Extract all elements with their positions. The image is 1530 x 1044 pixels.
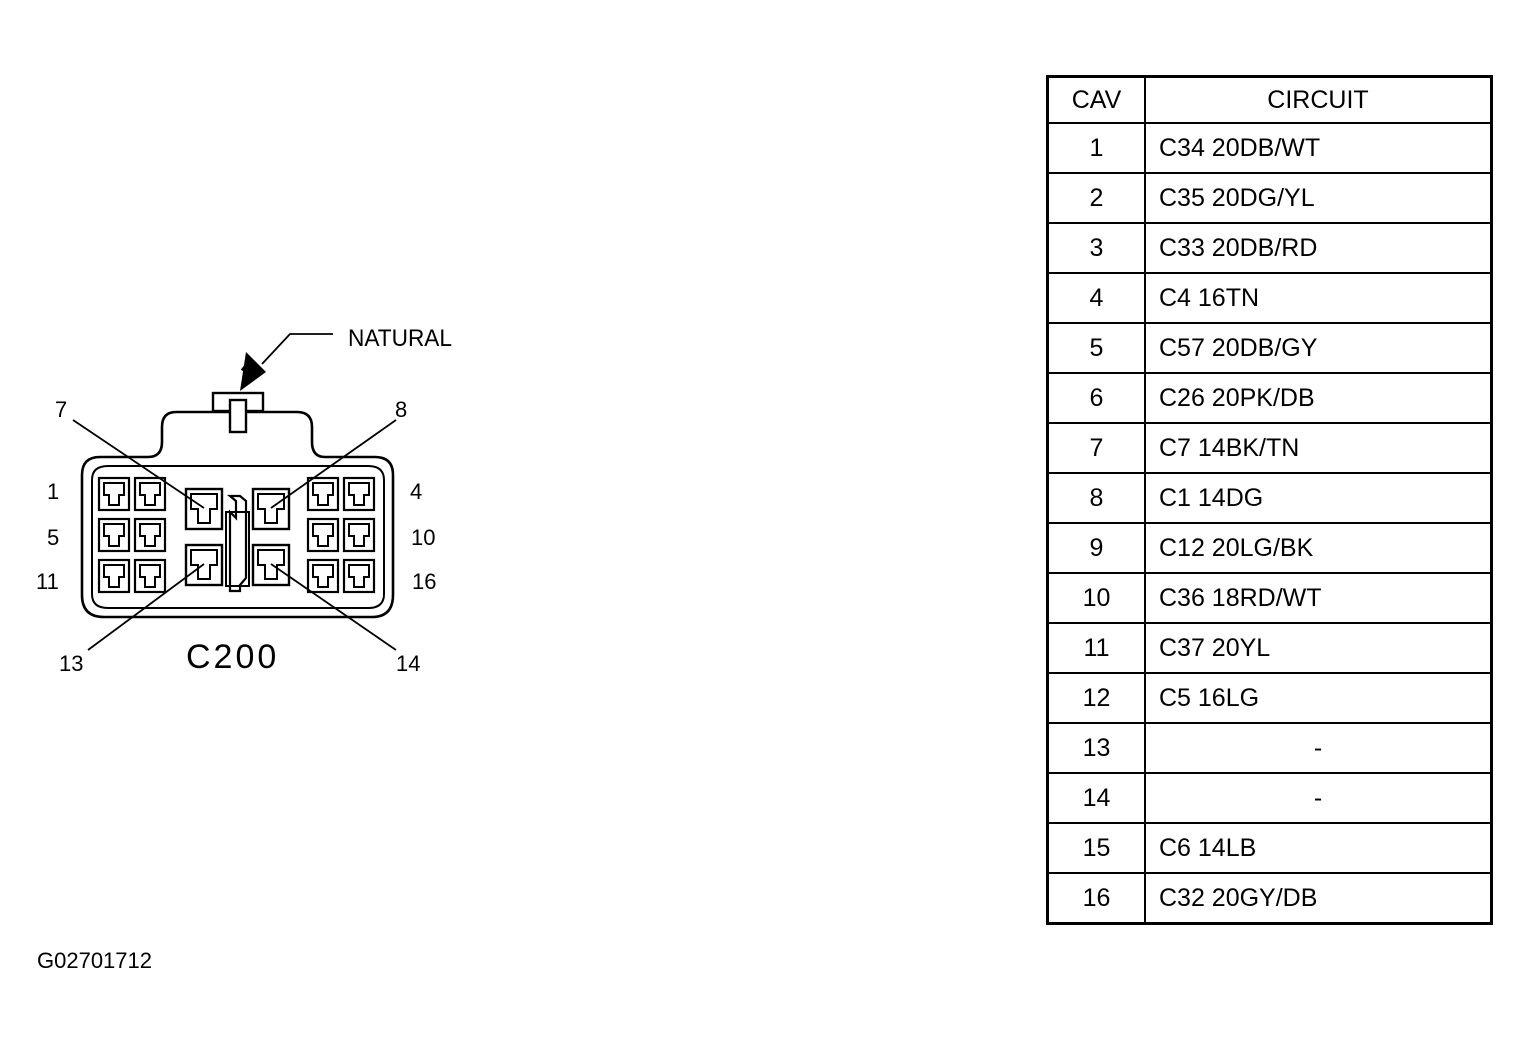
terminal-9 (306, 517, 340, 553)
cav-cell: 14 (1046, 772, 1146, 824)
cavity-label-5: 5 (47, 525, 59, 550)
connector-color-label: NATURAL (348, 325, 452, 352)
terminal-4 (342, 476, 376, 512)
cav-cell: 9 (1046, 522, 1146, 574)
arrow-icon (240, 352, 266, 391)
circuit-cell: C12 20LG/BK (1144, 522, 1493, 574)
circuit-cell: C33 20DB/RD (1144, 222, 1493, 274)
cav-cell: 4 (1046, 272, 1146, 324)
cavity-label-10: 10 (411, 525, 435, 550)
cav-cell: 2 (1046, 172, 1146, 224)
cav-cell: 3 (1046, 222, 1146, 274)
cav-cell: 15 (1046, 822, 1146, 874)
column-header-circuit: CIRCUIT (1144, 75, 1493, 124)
column-header-cav: CAV (1046, 75, 1146, 124)
cav-cell: 12 (1046, 672, 1146, 724)
cavity-label-11: 11 (36, 569, 59, 594)
circuit-cell: C26 20PK/DB (1144, 372, 1493, 424)
cavity-label-14: 14 (396, 651, 420, 676)
circuit-cell: C57 20DB/GY (1144, 322, 1493, 374)
cav-cell: 8 (1046, 472, 1146, 524)
cavity-label-1: 1 (47, 479, 59, 504)
terminal-1 (97, 476, 131, 512)
cav-cell: 11 (1046, 622, 1146, 674)
circuit-cell: C36 18RD/WT (1144, 572, 1493, 624)
circuit-cell: C34 20DB/WT (1144, 122, 1493, 174)
terminal-16 (342, 558, 376, 594)
leader-lines (72, 333, 397, 651)
circuit-cell: C6 14LB (1144, 822, 1493, 874)
terminal-5 (97, 517, 131, 553)
circuit-cell: C1 14DG (1144, 472, 1493, 524)
terminal-3 (306, 476, 340, 512)
cavity-label-7: 7 (55, 397, 67, 422)
cav-cell: 7 (1046, 422, 1146, 474)
cavity-label-8: 8 (395, 397, 407, 422)
cav-cell: 1 (1046, 122, 1146, 174)
cavity-label-16: 16 (412, 569, 436, 594)
cav-cell: 10 (1046, 572, 1146, 624)
cav-cell: 13 (1046, 722, 1146, 774)
circuit-cell: C37 20YL (1144, 622, 1493, 674)
terminal-11 (97, 558, 131, 594)
figure-code: G02701712 (37, 948, 152, 973)
connector-name: C200 (186, 638, 279, 676)
cav-cell: 6 (1046, 372, 1146, 424)
circuit-cell: C7 14BK/TN (1144, 422, 1493, 474)
cav-cell: 5 (1046, 322, 1146, 374)
circuit-cell: C35 20DG/YL (1144, 172, 1493, 224)
connector-housing (80, 391, 395, 619)
table-row: 14- (1046, 772, 1493, 824)
circuit-cell: C4 16TN (1144, 272, 1493, 324)
cavity-label-4: 4 (410, 479, 422, 504)
table-header-row: CAV CIRCUIT (1046, 75, 1493, 124)
circuit-cell: - (1144, 772, 1493, 824)
circuit-cell: C5 16LG (1144, 672, 1493, 724)
terminal-7 (184, 487, 224, 531)
terminal-6 (133, 517, 167, 553)
terminal-8 (251, 487, 291, 531)
circuit-cell: C32 20GY/DB (1144, 872, 1493, 925)
table-row: 13- (1046, 722, 1493, 774)
cav-cell: 16 (1046, 872, 1146, 925)
terminal-15 (306, 558, 340, 594)
terminal-12 (133, 558, 167, 594)
terminal-2 (133, 476, 167, 512)
cavity-label-13: 13 (59, 651, 83, 676)
terminal-10 (342, 517, 376, 553)
circuit-cell: - (1144, 722, 1493, 774)
